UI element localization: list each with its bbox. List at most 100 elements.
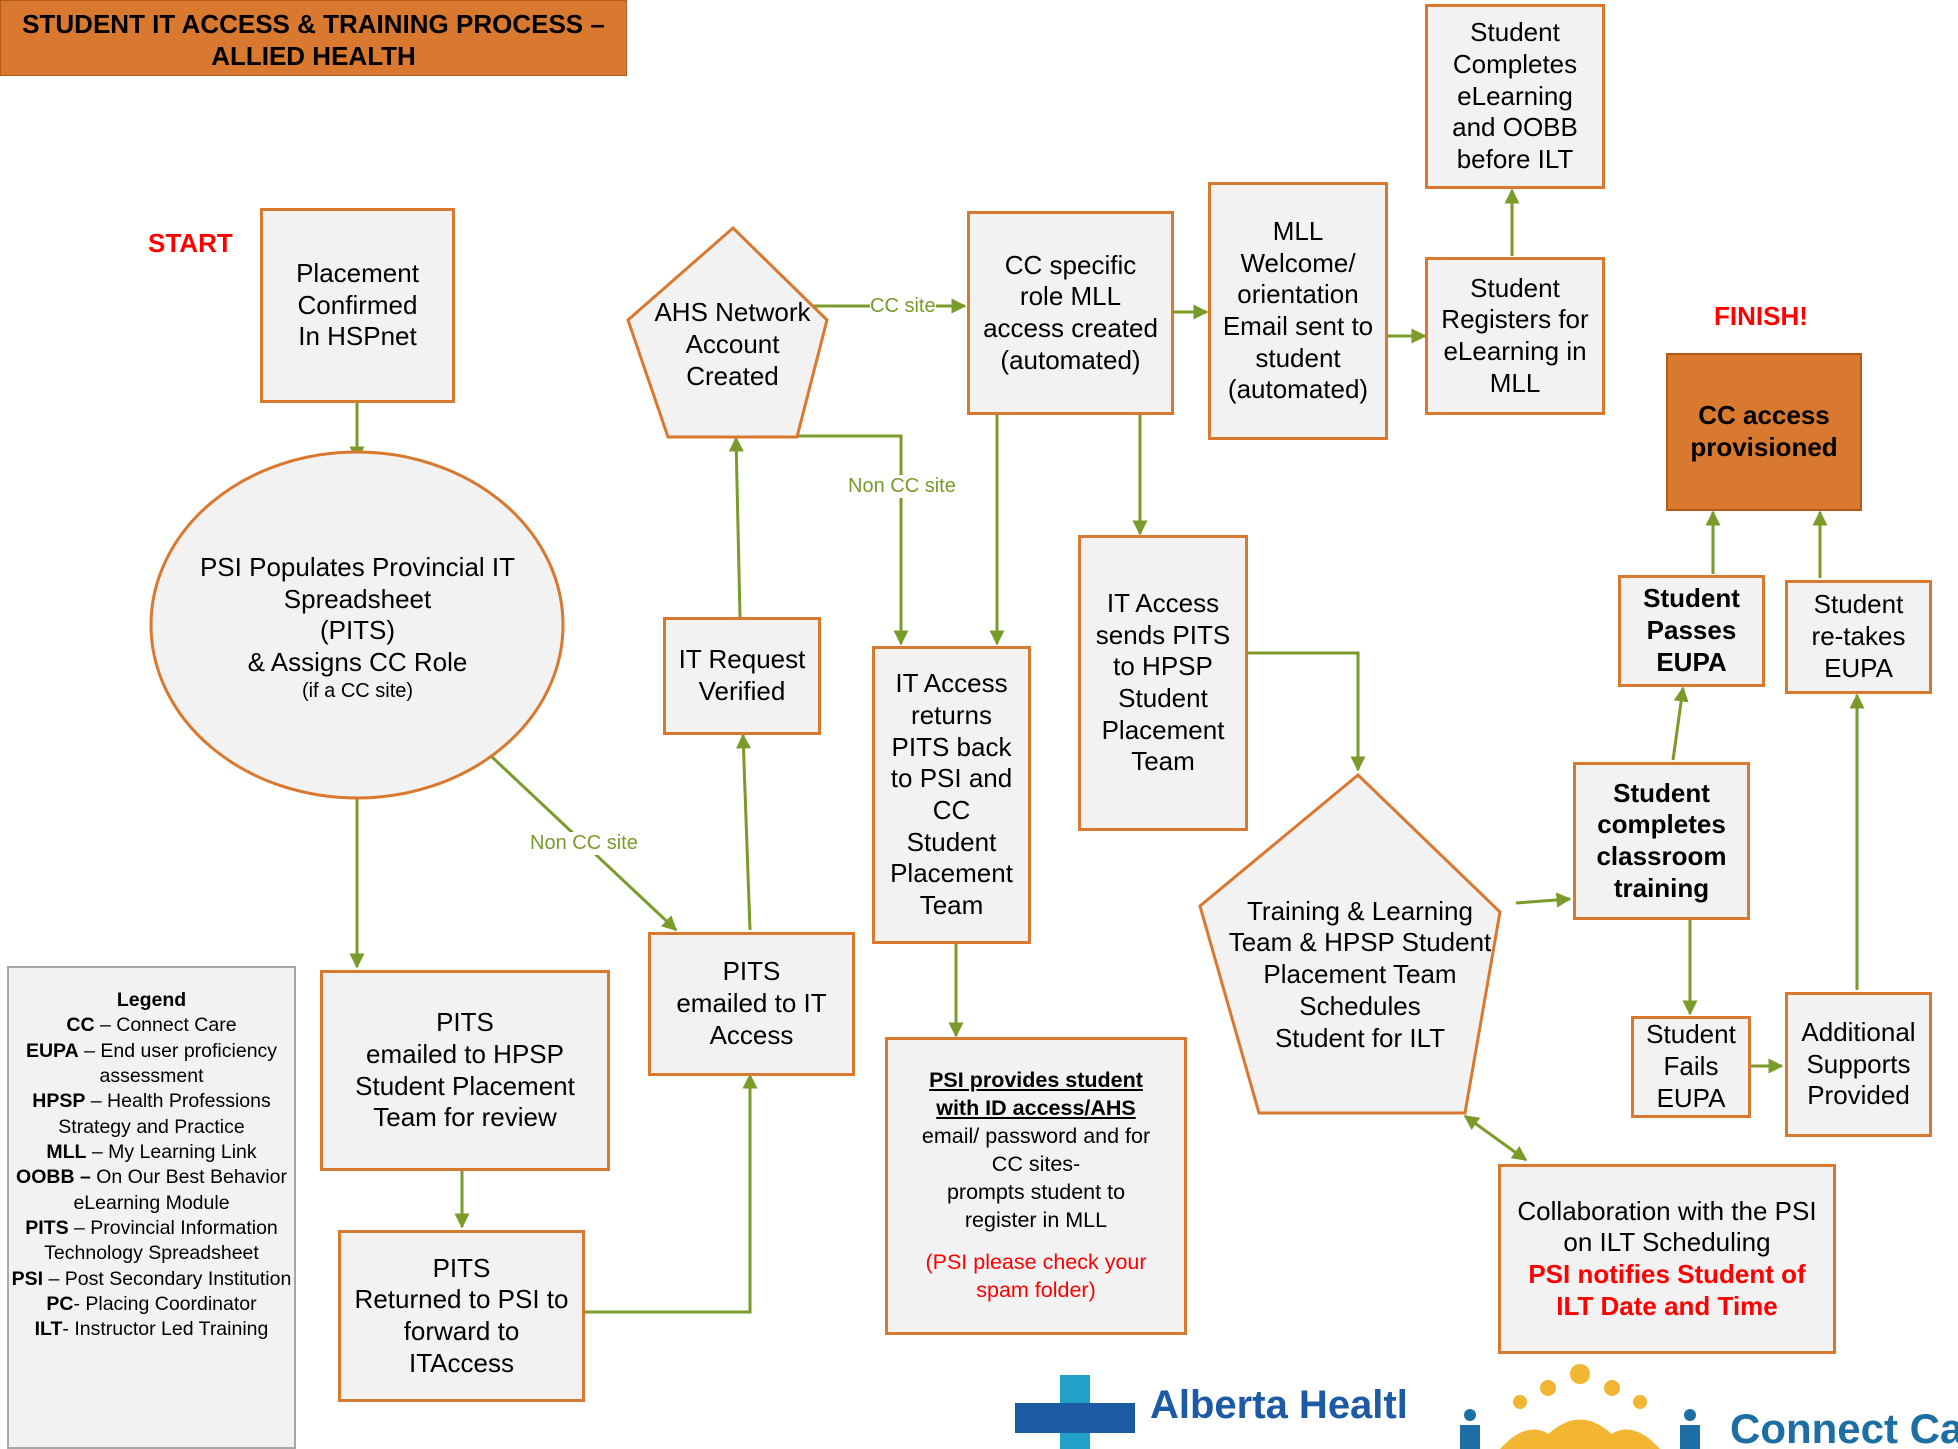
legend-term: PITS [25,1217,69,1240]
text-line: CC sites- [991,1152,1081,1177]
text-line: Team & HPSP Student [1228,927,1492,958]
text-line: MLL [1489,367,1541,398]
text-line: to HPSP [1113,651,1213,682]
text-line: CC access [1698,400,1830,431]
text-line: orientation [1237,279,1359,310]
connect-care-logo-text: Connect Care [1730,1405,1958,1449]
text-line: Student for ILT [1274,1022,1446,1053]
legend-desc: - Placing Coordinator [73,1293,257,1316]
legend-term: EUPA [25,1039,79,1062]
cc-access-provisioned-box: CC access provisioned [1666,353,1862,511]
legend-title: Legend [116,989,187,1011]
additional-supports-box: Additional Supports Provided [1785,992,1932,1137]
spam-note: spam folder) [976,1277,1096,1302]
legend-entry: HPSP – Health Professions Strategy and P… [9,1089,294,1140]
text-line: Student [1470,272,1560,303]
text-line: Email sent to [1222,311,1374,341]
text-line: PITS [432,1252,491,1283]
cc-mll-access-box: CC specific role MLL access created (aut… [967,211,1174,415]
alert-line: ILT Date and Time [1556,1290,1778,1321]
text-line: Welcome/ [1240,247,1356,278]
psi-populates-ellipse [149,450,565,800]
text-line: IT Request [678,644,806,675]
text-line: Spreadsheet [283,583,432,614]
arrow-training-collaboration [1463,1114,1528,1162]
connect-care-logo: Connect Care [1440,1360,1958,1449]
student-registers-box: Student Registers for eLearning in MLL [1425,257,1605,415]
it-access-returns-box: IT Access returns PITS back to PSI and C… [872,646,1031,944]
text-line: Team [919,890,984,921]
text-line: AHS Network [654,297,811,328]
text-line: Verified [698,676,786,706]
text-line: & Assigns CC Role [247,647,468,678]
collaboration-box: Collaboration with the PSI on ILT Schedu… [1498,1164,1836,1354]
legend-desc: On Our Best Behavior eLearning Module [73,1166,287,1214]
training-pentagon [1198,772,1502,1115]
diagram-title: STUDENT IT ACCESS & TRAINING PROCESS – A… [0,0,627,76]
title-line-1: STUDENT IT ACCESS & TRAINING PROCESS – [22,9,605,39]
legend-term: HPSP [32,1090,86,1113]
arrow-returned-to-it-access [584,1073,758,1314]
it-access-sends-pits-box: IT Access sends PITS to HPSP Student Pla… [1078,535,1248,831]
text-line: Student [1470,17,1560,48]
alberta-health-logo: Alberta Health [1015,1375,1405,1449]
text-line: Provided [1807,1080,1910,1111]
text-line: Confirmed [297,289,418,320]
text-line: ITAccess [409,1347,514,1378]
text-line: student [1255,342,1341,373]
text-line: CC specific [1004,249,1137,280]
text-line: Student [1813,589,1904,620]
text-line: PSI provides student [929,1068,1143,1093]
text-line: PSI Populates Provincial IT [199,551,516,582]
legend-desc: – Health Professions Strategy and Practi… [58,1090,271,1138]
legend-entry: PITS – Provincial Information Technology… [9,1216,294,1267]
text-line: Student [906,826,997,857]
edge-label-cc-site: CC site [870,295,936,318]
text-line: Passes [1646,615,1737,646]
text-line: prompts student to [946,1180,1126,1204]
text-line: MLL [1272,215,1324,246]
legend-term: PSI [11,1267,44,1290]
text-line: register in MLL [964,1207,1108,1232]
text-line: emailed to HPSP [366,1038,564,1069]
note-text: (if a CC site) [301,679,414,702]
legend-desc: - Instructor Led Training [62,1318,269,1341]
text-line: access created [983,313,1158,343]
text-line: (automated) [1000,344,1141,375]
text-line: Training & Learning [1247,895,1473,926]
text-line: forward to [403,1316,520,1346]
text-line: Account [685,329,780,360]
text-line: and OOBB [1452,112,1578,143]
spam-note: (PSI please check your [925,1249,1147,1274]
text-line: re-takes [1811,621,1906,652]
start-label: START [148,228,233,258]
training-schedules-text: Training & Learning Team & HPSP Student … [1210,890,1510,1060]
text-line: IT Access [1106,587,1220,618]
text-line: before ILT [1456,144,1574,175]
legend-term: OOBB – [16,1166,91,1189]
legend-term: PC [46,1293,74,1316]
edge-label-non-cc-site: Non CC site [848,475,956,498]
student-fails-eupa-box: Student Fails EUPA [1631,1016,1751,1118]
legend-desc: – My Learning Link [86,1141,257,1164]
text-line: provisioned [1690,432,1838,462]
text-line: Student [1643,583,1740,614]
text-line: EUPA [1656,646,1727,677]
text-line: Fails [1663,1051,1719,1082]
finish-label: FINISH! [1714,301,1808,331]
arrow-it-sends-to-training [1247,651,1366,772]
text-line: EUPA [1656,1082,1726,1113]
text-line: Student [1646,1019,1736,1050]
classroom-training-box: Student completes classroom training [1573,762,1750,920]
student-completes-elearning-box: Student Completes eLearning and OOBB bef… [1425,4,1605,189]
title-line-2: ALLIED HEALTH [211,40,416,71]
connect-care-people-icon [1460,1364,1700,1449]
legend-term: ILT [34,1318,63,1341]
text-line: Student Placement [355,1070,575,1101]
ahs-logo-text: Alberta Health [1150,1383,1405,1427]
text-line: PITS back [891,731,1012,762]
legend-entry: MLL – My Learning Link [9,1140,294,1165]
text-line: sends PITS [1095,619,1231,650]
